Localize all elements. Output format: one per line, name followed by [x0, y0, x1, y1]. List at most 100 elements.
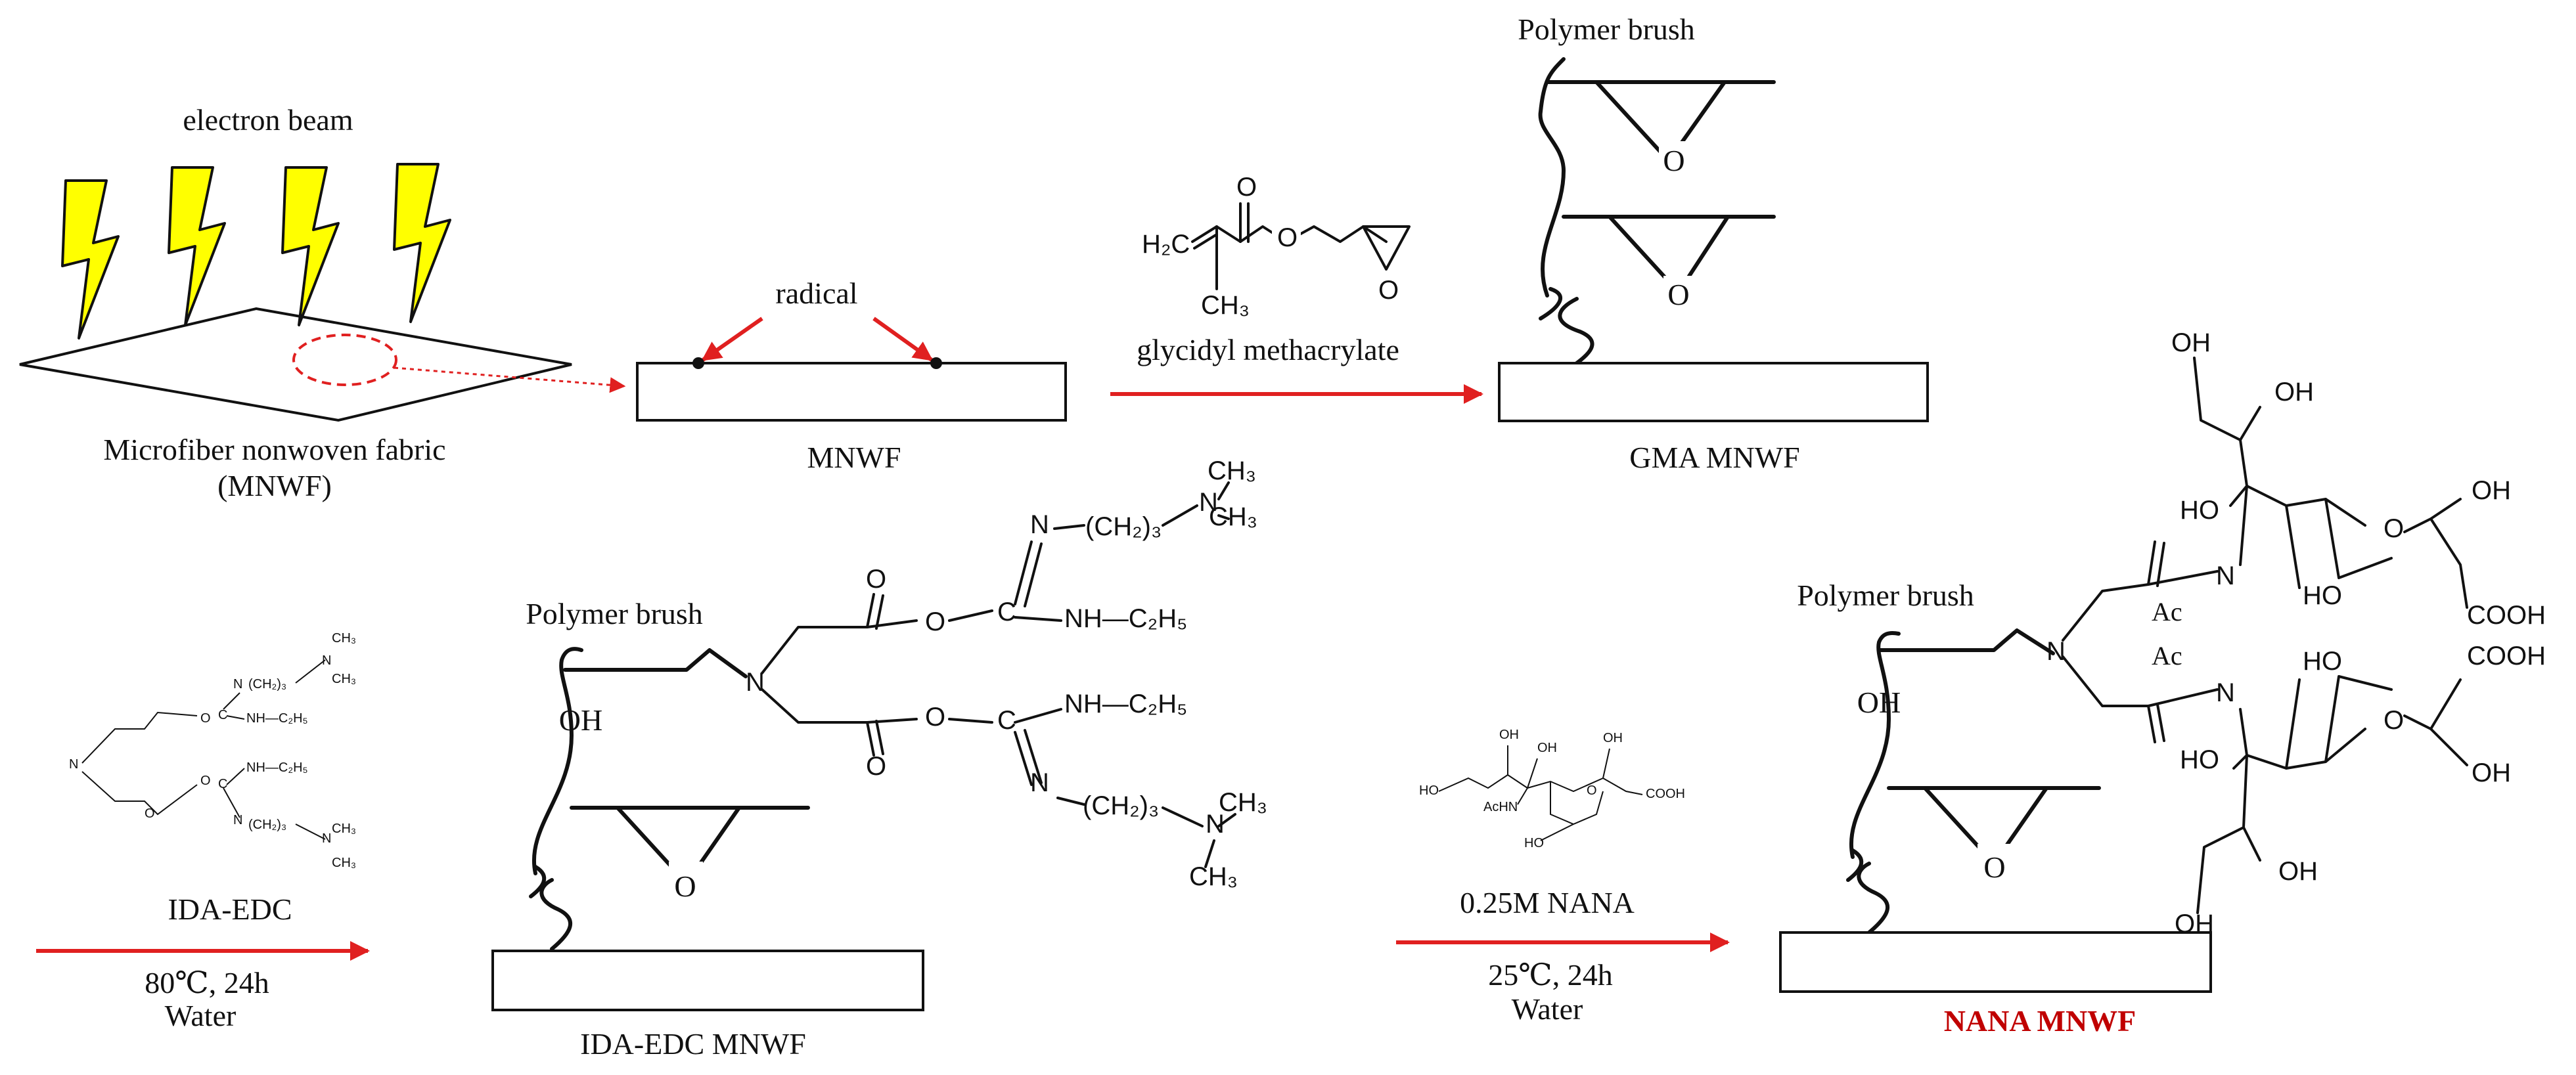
svg-text:OH: OH	[2274, 378, 2314, 406]
step4-condition-temp: 25℃, 24h	[1488, 958, 1612, 992]
svg-text:N: N	[233, 813, 242, 827]
substrate-rect	[1498, 362, 1929, 422]
lightning-bolt-icon	[61, 179, 120, 340]
svg-text:(CH₂)₃: (CH₂)₃	[248, 818, 286, 832]
svg-text:COOH: COOH	[2467, 642, 2546, 670]
svg-text:CH₃: CH₃	[332, 856, 356, 870]
lightning-bolt-icon	[168, 166, 226, 326]
svg-text:O: O	[866, 565, 886, 594]
epoxide-o: O	[1667, 278, 1689, 311]
svg-text:C: C	[997, 706, 1016, 735]
gma-mnwf-label: GMA MNWF	[1629, 441, 1799, 474]
nana-mnwf-label: NANA MNWF	[1944, 1004, 2136, 1038]
svg-text:OH: OH	[1603, 731, 1623, 745]
svg-text:N: N	[69, 757, 78, 772]
step1-irradiation: electron beam Microfiber nonwoven fabric…	[19, 103, 626, 502]
electron-beam-label: electron beam	[183, 103, 353, 137]
ida-edc-label: IDA-EDC	[168, 892, 292, 926]
lightning-bolt-icon	[393, 163, 451, 323]
svg-text:AcHN: AcHN	[1483, 800, 1518, 814]
svg-text:Ac: Ac	[2152, 597, 2182, 626]
gma-monomer-structure: H₂C O O CH₃ O glycidyl methacrylate	[1110, 173, 1483, 404]
svg-text:CH₃: CH₃	[1189, 862, 1238, 891]
svg-text:NH—C₂H₅: NH—C₂H₅	[1064, 604, 1187, 633]
svg-text:HO: HO	[1419, 783, 1439, 798]
epoxide-o: O	[1663, 144, 1684, 177]
svg-text:OH: OH	[2171, 328, 2211, 357]
radical-dot	[692, 357, 704, 369]
step3-condition-temp: 80℃, 24h	[145, 966, 269, 999]
svg-text:CH₃: CH₃	[1209, 502, 1257, 531]
svg-text:N: N	[1030, 768, 1049, 797]
svg-text:OH: OH	[1537, 741, 1557, 755]
svg-text:CH₃: CH₃	[332, 822, 356, 836]
atom-label: O	[1236, 173, 1257, 202]
svg-text:HO: HO	[2303, 581, 2342, 610]
atom-label: H₂C	[1142, 230, 1190, 259]
zoom-arrow	[394, 366, 626, 393]
svg-text:C: C	[218, 708, 227, 722]
gma-name: glycidyl methacrylate	[1137, 333, 1399, 366]
radical-label: radical	[775, 276, 857, 310]
svg-text:O: O	[2384, 706, 2404, 735]
svg-text:O: O	[1983, 850, 2005, 884]
svg-text:NH—C₂H₅: NH—C₂H₅	[1064, 690, 1187, 718]
svg-text:N: N	[233, 677, 242, 691]
fabric-abbreviation: (MNWF)	[217, 469, 332, 502]
svg-text:O: O	[1587, 783, 1597, 798]
svg-text:CH₃: CH₃	[332, 672, 356, 686]
svg-text:HO: HO	[2180, 496, 2219, 525]
ida-edc-reagent-structure: CH₃ CH₃ N (CH₂)₃ N C NH—C₂H₅ O N NH—C₂H₅…	[36, 631, 370, 1032]
svg-text:O: O	[925, 703, 945, 732]
svg-text:(CH₂)₃: (CH₂)₃	[248, 677, 286, 691]
svg-text:CH₃: CH₃	[1219, 788, 1267, 817]
step3-condition-solvent: Water	[165, 999, 237, 1032]
svg-text:(CH₂)₃: (CH₂)₃	[1085, 512, 1162, 541]
lightning-bolt-icon	[281, 166, 340, 326]
brush-label: Polymer brush	[1518, 12, 1695, 46]
svg-text:O: O	[925, 607, 945, 636]
fabric-name: Microfiber nonwoven fabric	[103, 433, 445, 466]
svg-text:HO: HO	[2303, 647, 2342, 676]
atom-label: O	[1277, 223, 1298, 252]
fabric-zoom-ellipse	[292, 334, 397, 386]
svg-text:N: N	[2046, 637, 2066, 666]
svg-text:O: O	[200, 711, 211, 726]
step4-condition-solvent: Water	[1512, 992, 1583, 1026]
svg-text:N: N	[322, 653, 331, 668]
svg-text:O: O	[674, 869, 696, 903]
ida-edc-pendant-structure: CH₃ CH₃ N (CH₂)₃ N C NH—C₂H₅ O O N O C N…	[746, 456, 1267, 891]
svg-text:N: N	[1199, 488, 1218, 517]
nana-reagent-structure: OH OH OH HO AcHN O COOH HO 0.25M NANA 25…	[1396, 728, 1730, 1026]
svg-text:C: C	[218, 777, 227, 791]
svg-text:HO: HO	[2180, 745, 2219, 774]
fabric-sheet	[19, 307, 572, 422]
substrate-rect	[1779, 931, 2212, 993]
svg-text:O: O	[2384, 514, 2404, 543]
svg-text:COOH: COOH	[1646, 787, 1685, 801]
substrate-rect	[491, 950, 924, 1011]
svg-text:COOH: COOH	[2467, 601, 2546, 630]
svg-text:N: N	[322, 831, 331, 846]
atom-label: O	[1378, 276, 1399, 305]
svg-text:NH—C₂H₅: NH—C₂H₅	[246, 711, 308, 726]
svg-text:(CH₂)₃: (CH₂)₃	[1083, 791, 1159, 820]
svg-text:OH: OH	[2472, 476, 2511, 505]
oh-label: OH	[1857, 686, 1901, 719]
brush-label: Polymer brush	[526, 597, 703, 630]
svg-text:CH₃: CH₃	[1208, 456, 1256, 485]
svg-text:N: N	[2216, 561, 2235, 590]
svg-text:OH: OH	[2472, 758, 2511, 787]
svg-text:N: N	[2216, 678, 2235, 707]
svg-text:Ac: Ac	[2152, 641, 2182, 670]
atom-label: CH₃	[1201, 291, 1250, 320]
substrate-rect	[636, 362, 1067, 422]
mnwf-label: MNWF	[807, 441, 901, 474]
nana-mnwf-product: Polymer brush O OH N N N Ac Ac OH OH HO …	[1779, 328, 2546, 1038]
svg-text:O: O	[200, 774, 211, 788]
ida-edc-mnwf-product: Polymer brush O OH IDA-EDC MNWF	[491, 597, 924, 1061]
svg-text:O: O	[145, 806, 155, 821]
nana-reagent-label: 0.25M NANA	[1460, 886, 1635, 919]
svg-text:CH₃: CH₃	[332, 631, 356, 646]
